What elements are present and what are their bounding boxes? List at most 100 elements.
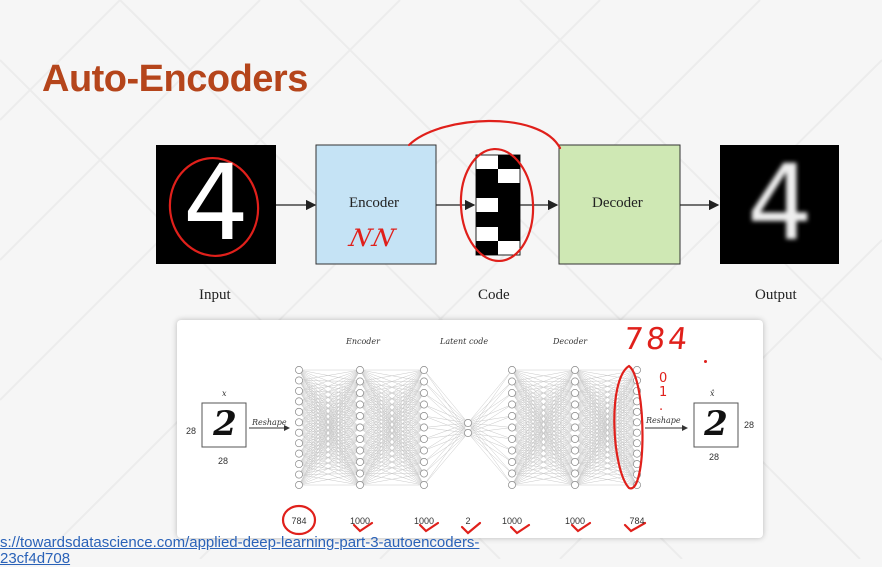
network-edge <box>467 422 513 474</box>
network-edge <box>298 369 361 486</box>
network-edge <box>298 473 361 486</box>
network-edge <box>298 438 361 486</box>
network-edge <box>574 392 638 413</box>
source-link[interactable]: s://towardsdatascience.com/applied-deep-… <box>0 535 479 567</box>
network-node <box>420 400 428 409</box>
net-output-image <box>693 402 739 448</box>
network-edge <box>467 432 513 463</box>
network-edge <box>359 369 425 474</box>
net-latent-title: Latent code <box>440 337 489 346</box>
network-edge <box>574 390 638 474</box>
network-edge <box>511 404 576 486</box>
network-edge <box>574 474 638 486</box>
network-edge <box>574 453 638 463</box>
network-edge <box>298 369 361 454</box>
network-edge <box>574 392 638 433</box>
network-edge <box>298 415 361 423</box>
network-node <box>508 366 516 374</box>
network-edge <box>574 401 638 417</box>
net-reshape-right: Reshape <box>646 416 681 425</box>
network-edge <box>574 453 638 486</box>
network-edge <box>511 369 576 394</box>
network-edge <box>574 432 638 486</box>
encoder-handwritten-note: NN <box>346 224 400 252</box>
network-node <box>295 460 303 469</box>
network-edge <box>574 442 638 474</box>
network-edge <box>574 390 638 486</box>
network-node <box>356 389 364 397</box>
network-node <box>356 458 364 466</box>
network-edge <box>574 461 638 465</box>
network-edge <box>298 422 361 428</box>
output-digit: 4 <box>746 142 814 264</box>
source-link-line2[interactable]: 23cf4d708 <box>0 550 71 567</box>
network-diagram <box>201 364 739 536</box>
network-edge <box>423 422 469 463</box>
network-node <box>420 423 428 432</box>
encoder-label: Encoder <box>349 195 399 211</box>
network-edge <box>298 392 361 444</box>
net-reshape-left: Reshape <box>252 418 287 427</box>
network-edge <box>298 453 361 463</box>
network-node <box>295 386 303 395</box>
output-layer-circle-annotation <box>613 364 644 490</box>
network-node <box>633 449 641 458</box>
network-node <box>420 481 428 489</box>
network-edge <box>467 432 513 474</box>
network-edge <box>298 390 361 463</box>
network-node <box>571 366 579 374</box>
network-edge <box>298 427 361 454</box>
network-edge <box>574 401 638 451</box>
network-edge <box>359 369 425 428</box>
network-edge <box>423 432 469 486</box>
network-edge <box>298 369 361 465</box>
network-edge <box>423 422 469 474</box>
network-edge <box>359 369 425 417</box>
network-node <box>420 377 428 386</box>
network-edge <box>298 442 361 451</box>
network-edge <box>574 401 638 474</box>
network-edge <box>298 369 361 413</box>
network-edge <box>574 369 638 474</box>
network-edge <box>298 392 361 433</box>
network-edge <box>574 369 638 440</box>
network-node <box>356 481 364 489</box>
network-edge <box>298 450 361 486</box>
network-edge <box>574 369 638 428</box>
network-edge <box>298 461 361 465</box>
network-edge <box>298 369 361 423</box>
network-edge <box>298 381 361 454</box>
network-node <box>420 446 428 455</box>
layer-size-label: 784 <box>291 516 307 526</box>
network-edge <box>574 390 638 394</box>
network-node <box>356 400 364 409</box>
network-edge <box>423 369 469 424</box>
network-edge <box>574 450 638 465</box>
network-edge <box>298 392 361 454</box>
network-edge <box>574 392 638 423</box>
network-edge <box>298 401 361 405</box>
network-edge <box>298 427 361 444</box>
network-edge <box>574 422 638 486</box>
source-link-line1[interactable]: s://towardsdatascience.com/applied-deep-… <box>0 534 480 551</box>
network-edge <box>574 401 638 428</box>
network-edge <box>298 401 361 451</box>
network-edge <box>574 390 638 417</box>
network-edge <box>298 401 361 463</box>
network-edge <box>423 422 469 486</box>
network-edge <box>574 415 638 475</box>
network-edge <box>359 381 425 486</box>
network-edge <box>511 369 576 486</box>
network-edge <box>574 427 638 454</box>
net-dim-bottom-right: 28 <box>709 452 720 462</box>
network-edge <box>298 380 361 405</box>
network-node <box>508 435 516 443</box>
network-edge <box>359 461 425 486</box>
network-edge <box>298 427 361 433</box>
network-edge <box>298 473 361 475</box>
network-edge <box>574 380 638 405</box>
network-edge <box>574 432 638 451</box>
network-edge <box>359 450 425 486</box>
network-edge <box>298 369 361 433</box>
network-node <box>356 366 364 374</box>
